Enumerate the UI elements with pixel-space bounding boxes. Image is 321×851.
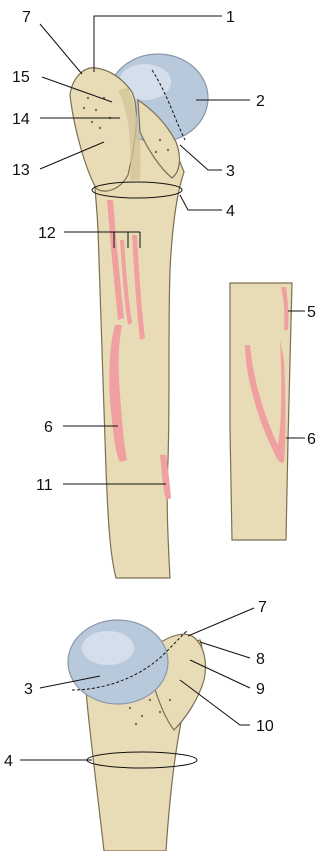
label-7-main: 7 [22, 9, 31, 26]
humerus-main-view [70, 54, 208, 578]
label-7-lower: 7 [258, 599, 267, 616]
leader-4 [180, 195, 222, 210]
humerus-lower-view [68, 620, 206, 851]
shaft-side-view [230, 283, 292, 540]
leader-8 [200, 642, 250, 658]
leader-7a [40, 24, 82, 74]
label-14: 14 [12, 111, 30, 128]
label-6-side: 6 [307, 431, 316, 448]
label-4: 4 [226, 203, 235, 220]
leader-7b [188, 608, 254, 636]
label-8: 8 [256, 651, 265, 668]
leader-3 [180, 145, 222, 170]
label-5: 5 [307, 304, 316, 321]
label-13: 13 [12, 162, 30, 179]
label-11: 11 [36, 477, 53, 494]
label-1: 1 [226, 9, 235, 26]
label-10: 10 [256, 718, 274, 735]
lower-head-highlight [82, 631, 134, 665]
label-2: 2 [256, 93, 265, 110]
label-3-lower: 3 [24, 681, 33, 698]
label-12: 12 [38, 225, 56, 242]
label-4-lower: 4 [4, 753, 13, 770]
label-9: 9 [256, 681, 265, 698]
label-15: 15 [12, 69, 30, 86]
greater-tubercle [70, 68, 136, 191]
label-3: 3 [226, 163, 235, 180]
label-6-main: 6 [44, 419, 53, 436]
